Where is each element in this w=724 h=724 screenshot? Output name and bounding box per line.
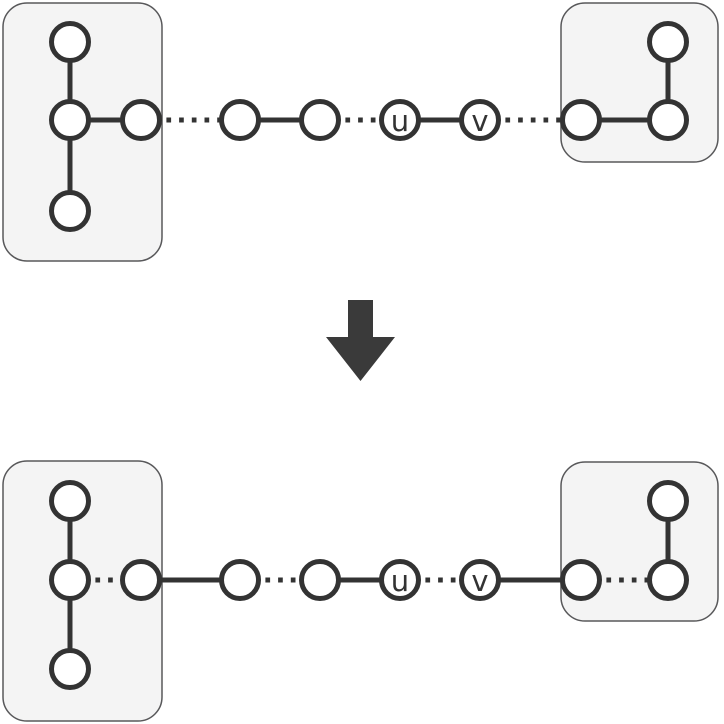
graph-node bbox=[49, 648, 91, 690]
graph-node bbox=[647, 99, 689, 141]
graph-node bbox=[49, 99, 91, 141]
transform-arrow-down-icon bbox=[326, 300, 395, 381]
node-label-v: v bbox=[471, 564, 488, 598]
graph-node bbox=[299, 99, 341, 141]
graph-node bbox=[647, 21, 689, 63]
graph-node-v bbox=[459, 559, 501, 601]
graph-node bbox=[49, 480, 91, 522]
graph-node bbox=[219, 559, 261, 601]
graph-node bbox=[560, 99, 602, 141]
node-label-u: u bbox=[391, 104, 409, 138]
graph-node-u bbox=[379, 99, 421, 141]
graph-node-v bbox=[459, 99, 501, 141]
graph-node bbox=[49, 21, 91, 63]
graph-node bbox=[120, 99, 162, 141]
graph-node bbox=[299, 559, 341, 601]
graph-node bbox=[647, 480, 689, 522]
node-label-v: v bbox=[471, 104, 488, 138]
graph-node bbox=[49, 190, 91, 232]
graph-node bbox=[120, 559, 162, 601]
graph-node bbox=[560, 559, 602, 601]
node-label-u: u bbox=[391, 564, 409, 598]
graph-node bbox=[647, 559, 689, 601]
graph-node bbox=[49, 559, 91, 601]
graph-node bbox=[219, 99, 261, 141]
graph-node-u bbox=[379, 559, 421, 601]
